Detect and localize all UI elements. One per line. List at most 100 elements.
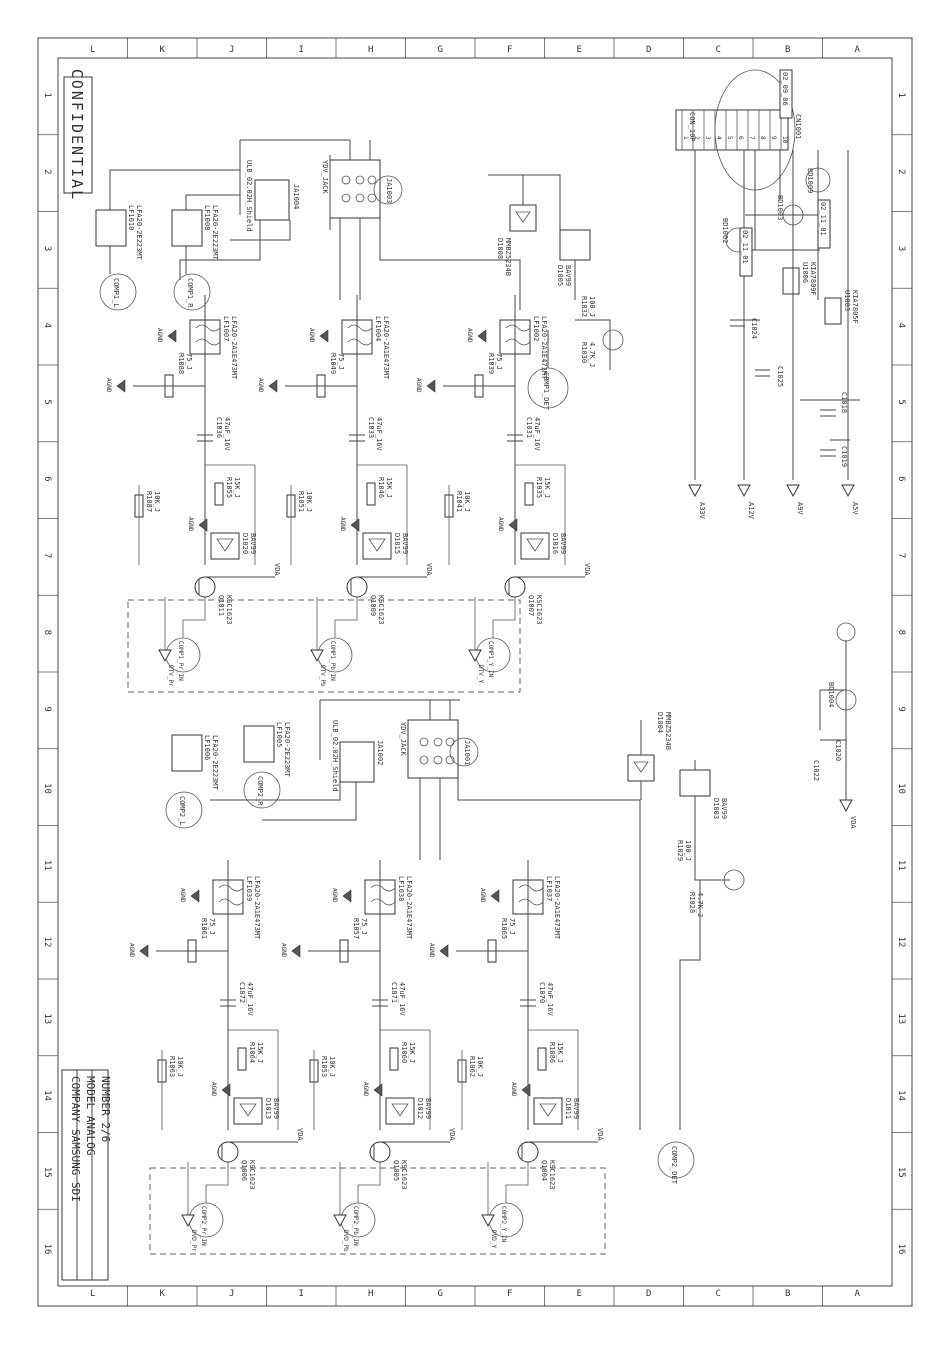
ja1004-ref: JA1004 — [292, 184, 300, 209]
r1032-val: 100_J — [588, 296, 596, 317]
diode-d1005: D1005 BAV99 — [556, 229, 591, 286]
comp2-det-label: COMP2_DET — [670, 1146, 678, 1185]
pull-ref: R1041 — [455, 491, 463, 512]
cn1001-pin-number: 2 — [693, 136, 700, 140]
col-letter: J — [229, 1289, 234, 1299]
transistor-ref: Q1004 — [540, 1160, 548, 1181]
cap-ref: C1071 — [390, 982, 398, 1003]
row-number: 15 — [896, 1167, 906, 1178]
diode-ref: D1012 — [416, 1098, 424, 1119]
ground-label: AGND — [308, 328, 315, 343]
regulator-u1006: U1006 KIA7809F — [782, 262, 817, 296]
resistor-value: 75_J — [360, 918, 368, 935]
bd1009-label: BD1009 — [806, 168, 814, 193]
diode-ref: D1016 — [551, 533, 559, 554]
ground-label: AGND — [105, 378, 112, 393]
rev-tag-2-text: 02_11_01 — [819, 202, 827, 236]
ground-symbol: AGND — [331, 888, 352, 903]
row-number: 7 — [42, 553, 52, 558]
vda-label: VDA — [273, 563, 281, 576]
resistor-ref: R1057 — [352, 918, 360, 939]
row-number: 16 — [896, 1244, 906, 1255]
col-letter: D — [646, 1289, 651, 1299]
row-number: 1 — [42, 92, 52, 97]
filter-ref: LF1002 — [532, 316, 540, 341]
row-number: 8 — [42, 630, 52, 635]
regulator-u1003: U1003 KIA7805F — [824, 290, 859, 325]
resistor-ref: R1049 — [329, 353, 337, 374]
row-number: 8 — [896, 630, 906, 635]
resistor-value: 75_J — [508, 918, 516, 935]
ground-symbol: AGND — [362, 1082, 383, 1097]
col-letter: E — [577, 45, 582, 55]
zener-wiring-top — [488, 174, 611, 370]
comp1-r-circle — [173, 273, 211, 311]
lf1005-ref: LF1005 — [275, 722, 283, 747]
net-vda-right: VDA — [839, 799, 857, 829]
bead-bd1003 — [782, 204, 804, 226]
transistor-part: KSC1623 — [225, 595, 233, 625]
signal-net-label: DVD_Pb — [342, 1230, 349, 1252]
connector-ja1004: JA1004 ULB_02.02H_Shield — [245, 160, 300, 232]
d1004-ref: D1004 — [656, 712, 664, 733]
filter-part: LFA20-2A1E473MT — [540, 316, 548, 380]
row-number: 12 — [896, 937, 906, 948]
row-number: 14 — [42, 1090, 52, 1101]
ground-label: AGND — [428, 943, 435, 958]
title-company: COMPANY SAMSUNG SDI — [69, 1076, 82, 1202]
net-a12v-label: A12V — [747, 502, 755, 520]
diode-ref: D1015 — [393, 533, 401, 554]
connector-ja1003: JA1003 YDV_JACK — [321, 159, 393, 219]
filter-ref: LF1038 — [397, 876, 405, 901]
title-block: COMPANY SAMSUNG SDI MODEL ANALOG NUMBER … — [61, 1069, 112, 1281]
row-number: 14 — [896, 1090, 906, 1101]
ground-label: AGND — [479, 888, 486, 903]
diode-part: BAV99 — [272, 1098, 280, 1119]
d1008-ref: D1008 — [496, 238, 504, 259]
output-box-bottom — [149, 1167, 606, 1255]
transistor-part: KSC1623 — [248, 1160, 256, 1190]
row-number: 11 — [42, 860, 52, 871]
d1005-ref: D1005 — [556, 265, 564, 286]
cap-value: 47uF_16V — [546, 982, 554, 1017]
r1029-ref: R1029 — [676, 840, 684, 861]
transistor-ref: Q1006 — [240, 1160, 248, 1181]
row-number: 6 — [896, 476, 906, 481]
resistor-ref: R1039 — [487, 353, 495, 374]
c1025-ref: C1025 — [776, 366, 784, 387]
diode-d1003: D1003 BAV99 — [679, 769, 728, 819]
cn1001-pin-number: 7 — [748, 136, 755, 140]
cap-ref: C1072 — [238, 982, 246, 1003]
cap-value: 47uF_16V — [375, 417, 383, 452]
d1003-ref: D1003 — [712, 798, 720, 819]
u1003-part: KIA7805F — [851, 290, 859, 324]
filter-part: LFA20-2A1E473MT — [382, 316, 390, 380]
vda-label: VDA — [448, 1128, 456, 1141]
output-net-label: COMP1_Y_IN — [487, 641, 494, 678]
comp1-l-circle — [99, 273, 137, 311]
col-letter: C — [716, 45, 721, 55]
pull-ref: R1087 — [145, 491, 153, 512]
ja1002-label: ULB_02.02H_Shield — [331, 720, 339, 792]
ja1002-ref: JA1002 — [376, 740, 384, 765]
transistor-ref: Q1005 — [392, 1160, 400, 1181]
bd1002-label: BD1002 — [721, 218, 729, 243]
filter-ref: LF1004 — [374, 316, 382, 341]
rev-tag-3-text: 02_11_01 — [741, 230, 749, 264]
power-wiring-br — [819, 640, 847, 800]
ground-symbol: AGND — [210, 1082, 231, 1097]
cn1001-pin-number: 9 — [770, 136, 777, 140]
pull-value: 10K_J — [476, 1056, 484, 1077]
